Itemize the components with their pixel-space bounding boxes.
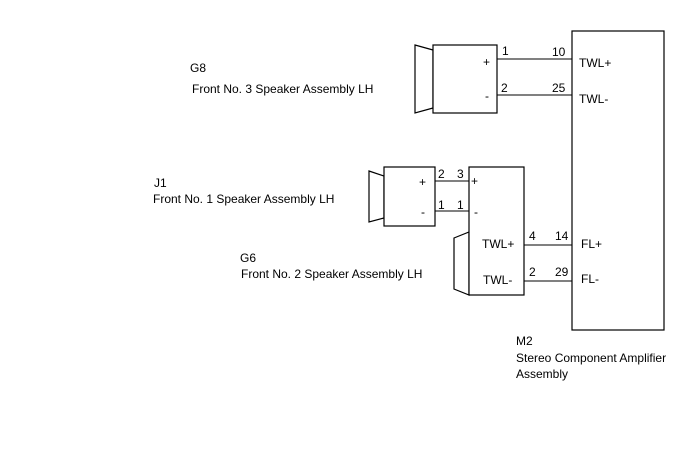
m2-name-line1: Stereo Component Amplifier: [516, 351, 666, 365]
j1-speaker-cone: [368, 170, 385, 223]
g6-out-minus: -: [474, 205, 478, 219]
g8-speaker-box: [432, 44, 498, 114]
g8-minus-terminal: -: [485, 89, 489, 103]
m2-pin-fl-neg: FL-: [581, 272, 599, 286]
g8-name: Front No. 3 Speaker Assembly LH: [192, 82, 373, 96]
g8-speaker-cone: [414, 44, 434, 114]
g6-out-plus: +: [471, 174, 478, 188]
j1-code: J1: [154, 176, 167, 190]
g6-name: Front No. 2 Speaker Assembly LH: [241, 267, 422, 281]
pin-j1-left-plus: 2: [438, 167, 445, 181]
g6-code: G6: [240, 251, 256, 265]
g6-twl-pos: TWL+: [482, 237, 514, 251]
j1-speaker-box: [383, 166, 436, 227]
pin-m2-twl-neg: 25: [552, 81, 566, 95]
j1-minus-terminal: -: [421, 205, 425, 219]
g8-plus-terminal: +: [483, 55, 490, 69]
pin-m2-fl-pos: 14: [555, 229, 569, 243]
pin-j1-right-plus: 3: [457, 167, 464, 181]
pin-m2-twl-pos: 10: [552, 45, 566, 59]
g6-twl-neg: TWL-: [483, 273, 512, 287]
pin-g8-plus: 1: [502, 44, 509, 58]
m2-pin-fl-pos: FL+: [581, 237, 602, 251]
j1-plus-terminal: +: [419, 175, 426, 189]
m2-name-line2: Assembly: [516, 367, 568, 381]
pin-j1-right-minus: 1: [457, 198, 464, 212]
pin-g6-twl-pos: 4: [529, 229, 536, 243]
m2-code: M2: [516, 334, 533, 348]
g8-code: G8: [190, 61, 206, 75]
g6-speaker-box: [468, 166, 525, 296]
m2-pin-twl-pos: TWL+: [579, 56, 611, 70]
pin-m2-fl-neg: 29: [555, 265, 569, 279]
m2-pin-twl-neg: TWL-: [579, 92, 608, 106]
g6-speaker-cone: [453, 231, 470, 296]
pin-g6-twl-neg: 2: [529, 265, 536, 279]
pin-g8-minus: 2: [501, 81, 508, 95]
pin-j1-left-minus: 1: [438, 198, 445, 212]
j1-name: Front No. 1 Speaker Assembly LH: [153, 192, 334, 206]
m2-amplifier-box: [571, 30, 665, 331]
